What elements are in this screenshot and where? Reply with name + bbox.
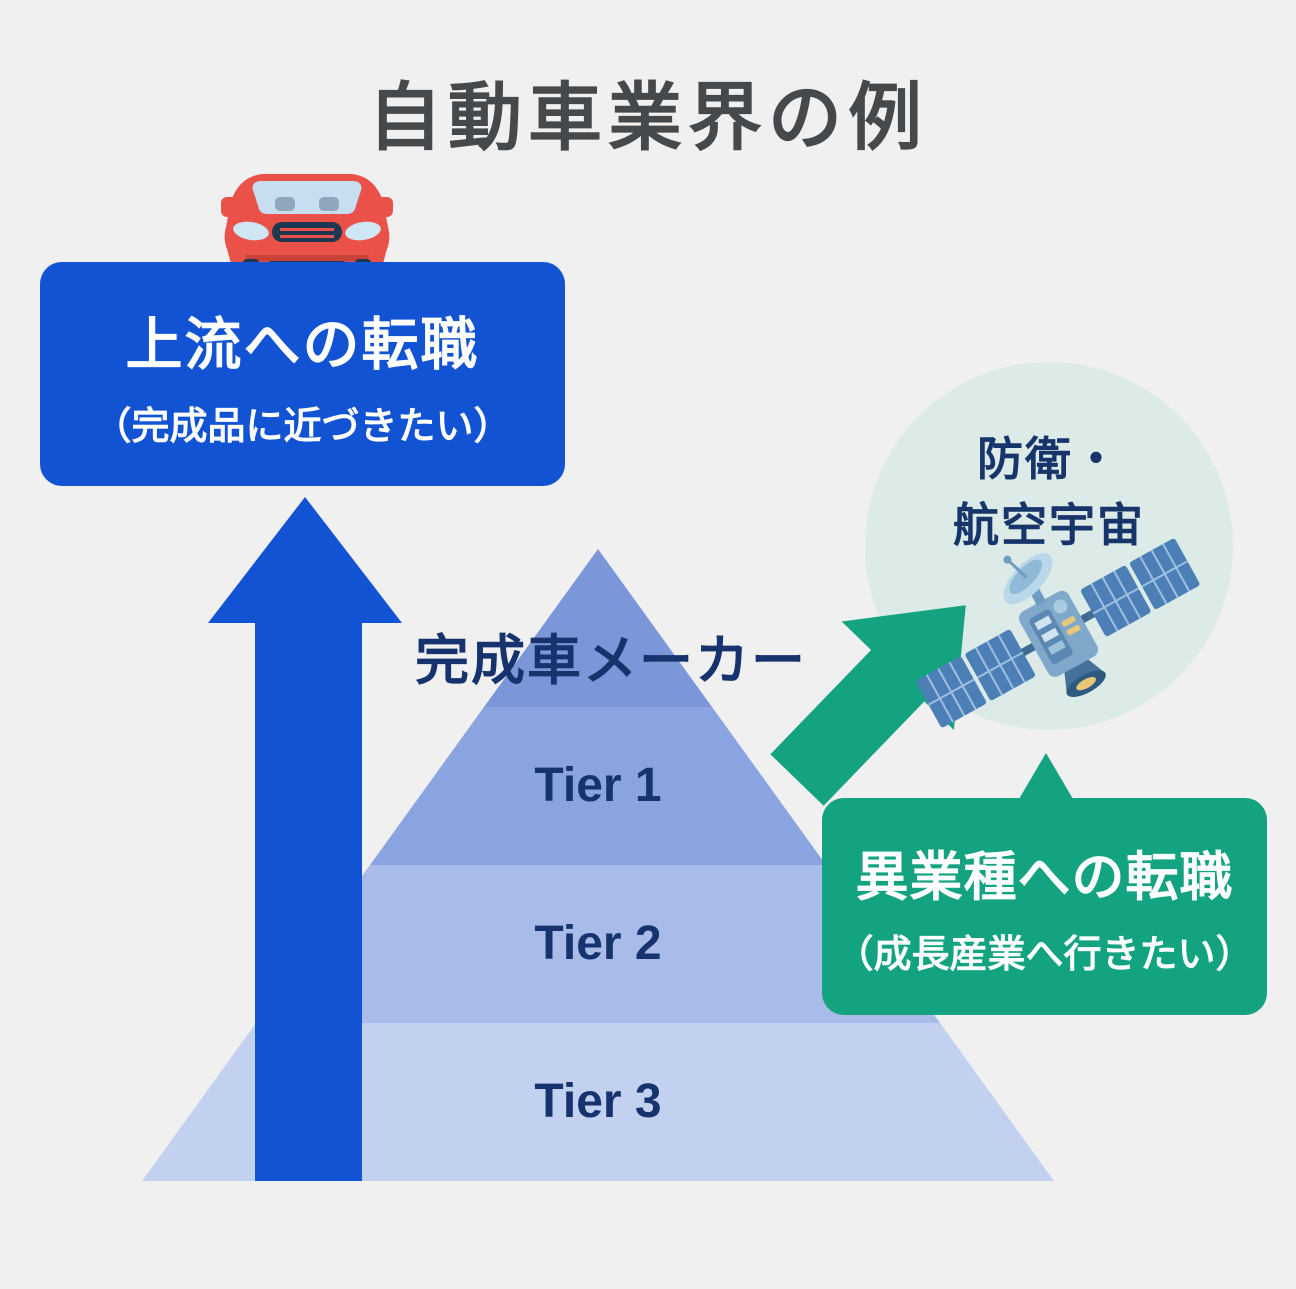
industry-bubble-line1: 防衛・ <box>977 433 1121 485</box>
industry-bubble-line2: 航空宇宙 <box>953 499 1145 551</box>
pyramid-top-label: 完成車メーカー <box>415 631 807 691</box>
satellite-icon <box>916 538 1200 728</box>
upstream-callout-subheading: （完成品に近づきたい） <box>93 405 512 448</box>
pyramid-top-segment <box>484 549 712 707</box>
upstream-callout-heading: 上流への転職 <box>125 312 480 377</box>
cross-industry-callout-subheading: （成長産業へ行きたい） <box>835 934 1254 976</box>
pyramid-tier2-segment <box>256 865 940 1023</box>
tier1-label: Tier 1 <box>534 759 662 812</box>
industry-bubble-label: 防衛・ 航空宇宙 <box>953 426 1145 558</box>
upstream-callout: 上流への転職 （完成品に近づきたい） <box>40 262 565 486</box>
tier3-label: Tier 3 <box>534 1075 662 1128</box>
green-callout-tail <box>1019 753 1073 799</box>
pyramid-tier3-segment <box>142 1023 1054 1181</box>
pyramid-tier1-segment <box>370 707 826 865</box>
cross-industry-arrow <box>770 605 966 806</box>
page-title: 自動車業界の例 <box>368 76 928 159</box>
cross-industry-callout: 異業種への転職 （成長産業へ行きたい） <box>822 798 1267 1015</box>
cross-industry-callout-heading: 異業種への転職 <box>855 848 1234 907</box>
pyramid <box>142 549 1054 1181</box>
upstream-arrow <box>208 497 402 1181</box>
tier2-label: Tier 2 <box>534 917 662 970</box>
